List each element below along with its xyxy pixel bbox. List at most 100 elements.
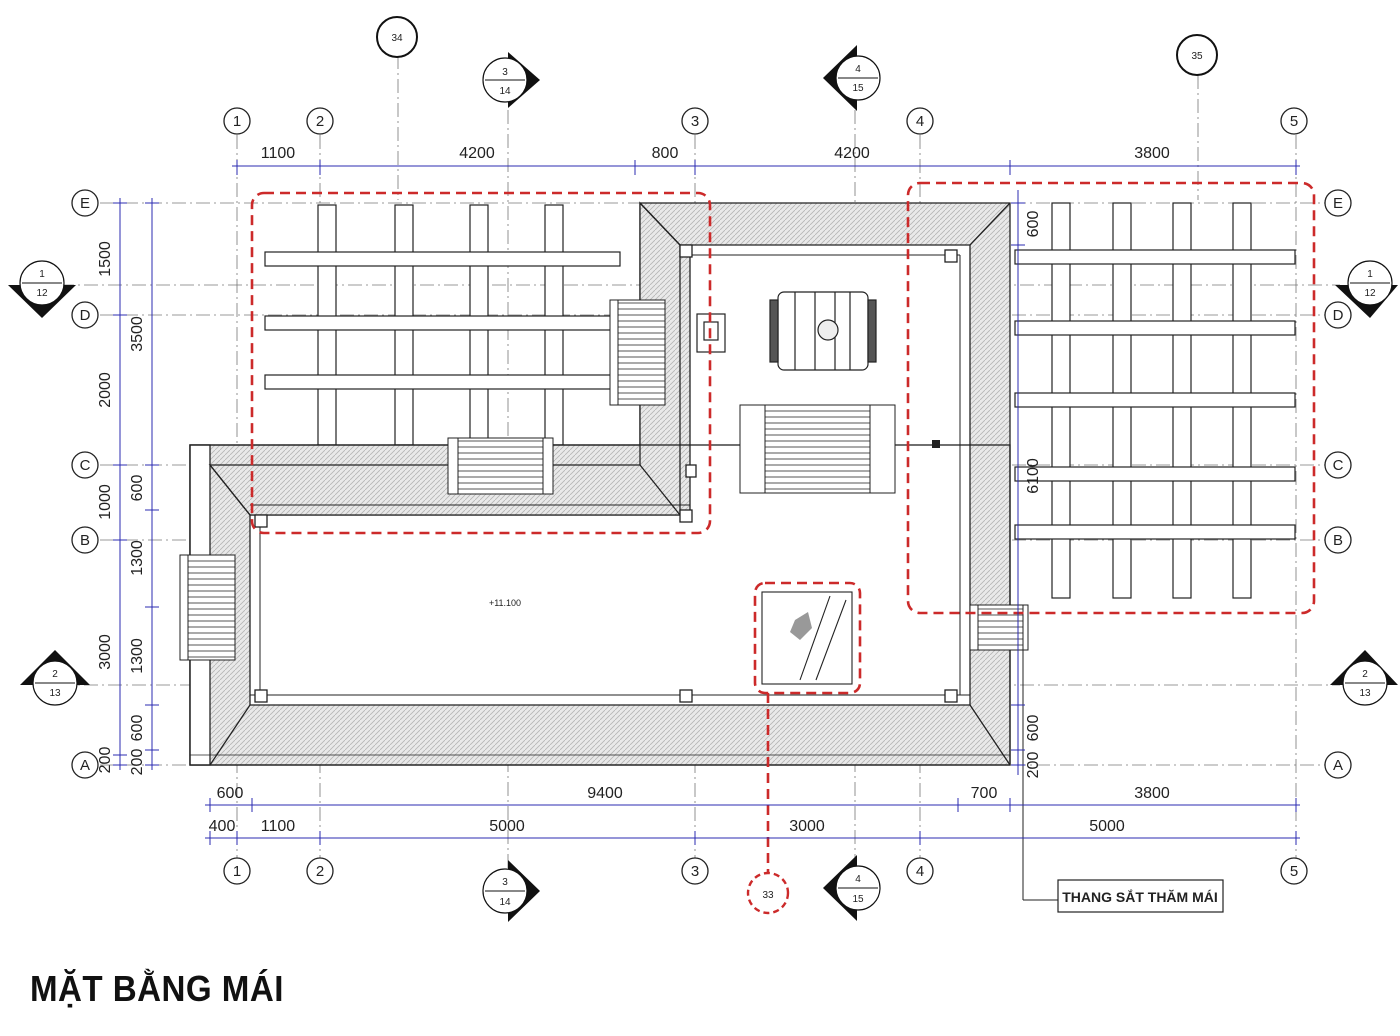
section-2-right-sheet: 13 [1359, 688, 1371, 699]
dims-top: 1100 4200 800 4200 3800 [261, 145, 1170, 162]
grid-label-left-e: E [80, 195, 90, 212]
section-1-left-sheet: 12 [36, 288, 48, 299]
grid-bubble-top-4 [906, 107, 934, 135]
section-2-left-num: 2 [52, 669, 58, 680]
grid-bubbles-top [223, 107, 1308, 135]
grid-labels-right: E D C B A [1333, 195, 1344, 774]
section-4-bottom-sheet: 15 [852, 894, 864, 905]
dim-bottom1-3: 700 [971, 785, 998, 802]
dim-left-outer-3: 1000 [97, 484, 114, 520]
grid-bubble-left-e [71, 189, 99, 217]
callout-34-label: 34 [391, 33, 403, 44]
grid-bubble-bottom-5 [1280, 857, 1308, 885]
grid-labels-top: 1 2 3 4 5 [233, 113, 1298, 130]
grid-bubble-left-d [71, 301, 99, 329]
grid-label-top-1: 1 [233, 113, 241, 130]
grid-bubble-top-5 [1280, 107, 1308, 135]
grid-label-bottom-3: 3 [691, 863, 699, 880]
grid-label-bottom-2: 2 [316, 863, 324, 880]
grid-label-top-2: 2 [316, 113, 324, 130]
roof-gutters [179, 299, 1058, 901]
grid-bubble-right-c [1324, 451, 1352, 479]
grid-bubble-right-e [1324, 189, 1352, 217]
grid-bubbles-bottom [223, 857, 1308, 885]
grid-label-bottom-4: 4 [916, 863, 924, 880]
grid-label-left-d: D [80, 307, 91, 324]
grid-bubble-bottom-2 [306, 857, 334, 885]
grid-label-left-a: A [80, 757, 90, 774]
section-marker-2-left: 2 13 [20, 650, 90, 706]
grid-label-right-a: A [1333, 757, 1343, 774]
grid-bubble-right-d [1324, 301, 1352, 329]
dim-left-inner-6: 200 [129, 749, 146, 776]
solar-panel [739, 404, 896, 494]
dim-left-outer-1: 1500 [97, 241, 114, 277]
dim-bottom1-1: 600 [217, 785, 244, 802]
section-marker-3-bottom: 3 14 [482, 860, 540, 922]
section-3-top-sheet: 14 [499, 86, 511, 97]
dim-bottom2-4: 3000 [789, 818, 825, 835]
section-1-left-num: 1 [39, 269, 45, 280]
drawing-title: MẶT BẰNG MÁI [30, 968, 284, 1009]
dims-bottom-1: 600 9400 700 3800 [217, 785, 1170, 802]
grid-bubble-right-b [1324, 526, 1352, 554]
dim-left-inner-1: 3500 [129, 316, 146, 352]
callout-33 [746, 871, 790, 915]
dims-left-outer: 1500 2000 1000 3000 200 [97, 241, 114, 773]
section-marker-4-bottom: 4 15 [823, 855, 881, 921]
dim-top-1: 1100 [261, 145, 296, 162]
left-pergola [264, 204, 621, 446]
grid-bubble-top-3 [681, 107, 709, 135]
grid-bubble-left-b [71, 526, 99, 554]
dim-left-inner-4: 1300 [129, 638, 146, 674]
section-marker-1-right: 1 12 [1335, 260, 1398, 318]
dimension-lines [113, 160, 1300, 845]
grid-labels-left: E D C B A [80, 195, 91, 774]
grid-label-right-b: B [1333, 532, 1343, 549]
dim-right-inner-3: 600 [1025, 715, 1042, 742]
callout-34 [376, 16, 418, 58]
section-4-bottom-num: 4 [855, 874, 861, 885]
dim-right-inner-4: 200 [1025, 752, 1042, 779]
section-marker-1-left: 1 12 [8, 260, 76, 318]
section-4-top-sheet: 15 [852, 83, 864, 94]
grid-label-left-b: B [80, 532, 90, 549]
highlight-boxes [250, 181, 1316, 875]
section-3-bottom-num: 3 [502, 877, 508, 888]
dim-bottom1-4: 3800 [1134, 785, 1170, 802]
callout-35 [1176, 34, 1218, 76]
section-2-right-num: 2 [1362, 669, 1368, 680]
dim-left-outer-5: 200 [97, 747, 114, 774]
grid-bubble-top-1 [223, 107, 251, 135]
grid-label-top-4: 4 [916, 113, 924, 130]
grid-bubbles-left [71, 189, 99, 779]
grid-label-bottom-1: 1 [233, 863, 241, 880]
grid-label-top-5: 5 [1290, 113, 1298, 130]
dim-bottom2-1: 400 [209, 818, 236, 835]
dims-bottom-2: 400 1100 5000 3000 5000 [209, 818, 1125, 835]
dim-bottom1-2: 9400 [587, 785, 623, 802]
dim-top-5: 3800 [1134, 145, 1170, 162]
dim-right-inner-1: 600 [1025, 211, 1042, 238]
section-1-right-num: 1 [1367, 269, 1373, 280]
dim-left-outer-4: 3000 [97, 634, 114, 670]
section-1-right-sheet: 12 [1364, 288, 1376, 299]
skylight [761, 591, 853, 685]
dim-bottom2-2: 1100 [261, 818, 296, 835]
grid-label-right-c: C [1333, 457, 1344, 474]
dim-bottom2-5: 5000 [1089, 818, 1125, 835]
dim-left-outer-2: 2000 [97, 372, 114, 408]
water-tank [769, 291, 877, 371]
dim-top-3: 800 [652, 145, 679, 162]
note-roof-ladder-text: THANG SẮT THĂM MÁI [1062, 888, 1218, 905]
dim-left-inner-2: 600 [129, 475, 146, 502]
dims-right-inner: 600 6100 600 200 [1025, 211, 1042, 779]
grid-bubble-bottom-1 [223, 857, 251, 885]
section-4-top-num: 4 [855, 64, 861, 75]
section-marker-2-right: 2 13 [1330, 650, 1398, 706]
grid-bubble-bottom-3 [681, 857, 709, 885]
grid-label-top-3: 3 [691, 113, 699, 130]
grid-bubble-top-2 [306, 107, 334, 135]
section-marker-3-top: 3 14 [482, 52, 540, 108]
